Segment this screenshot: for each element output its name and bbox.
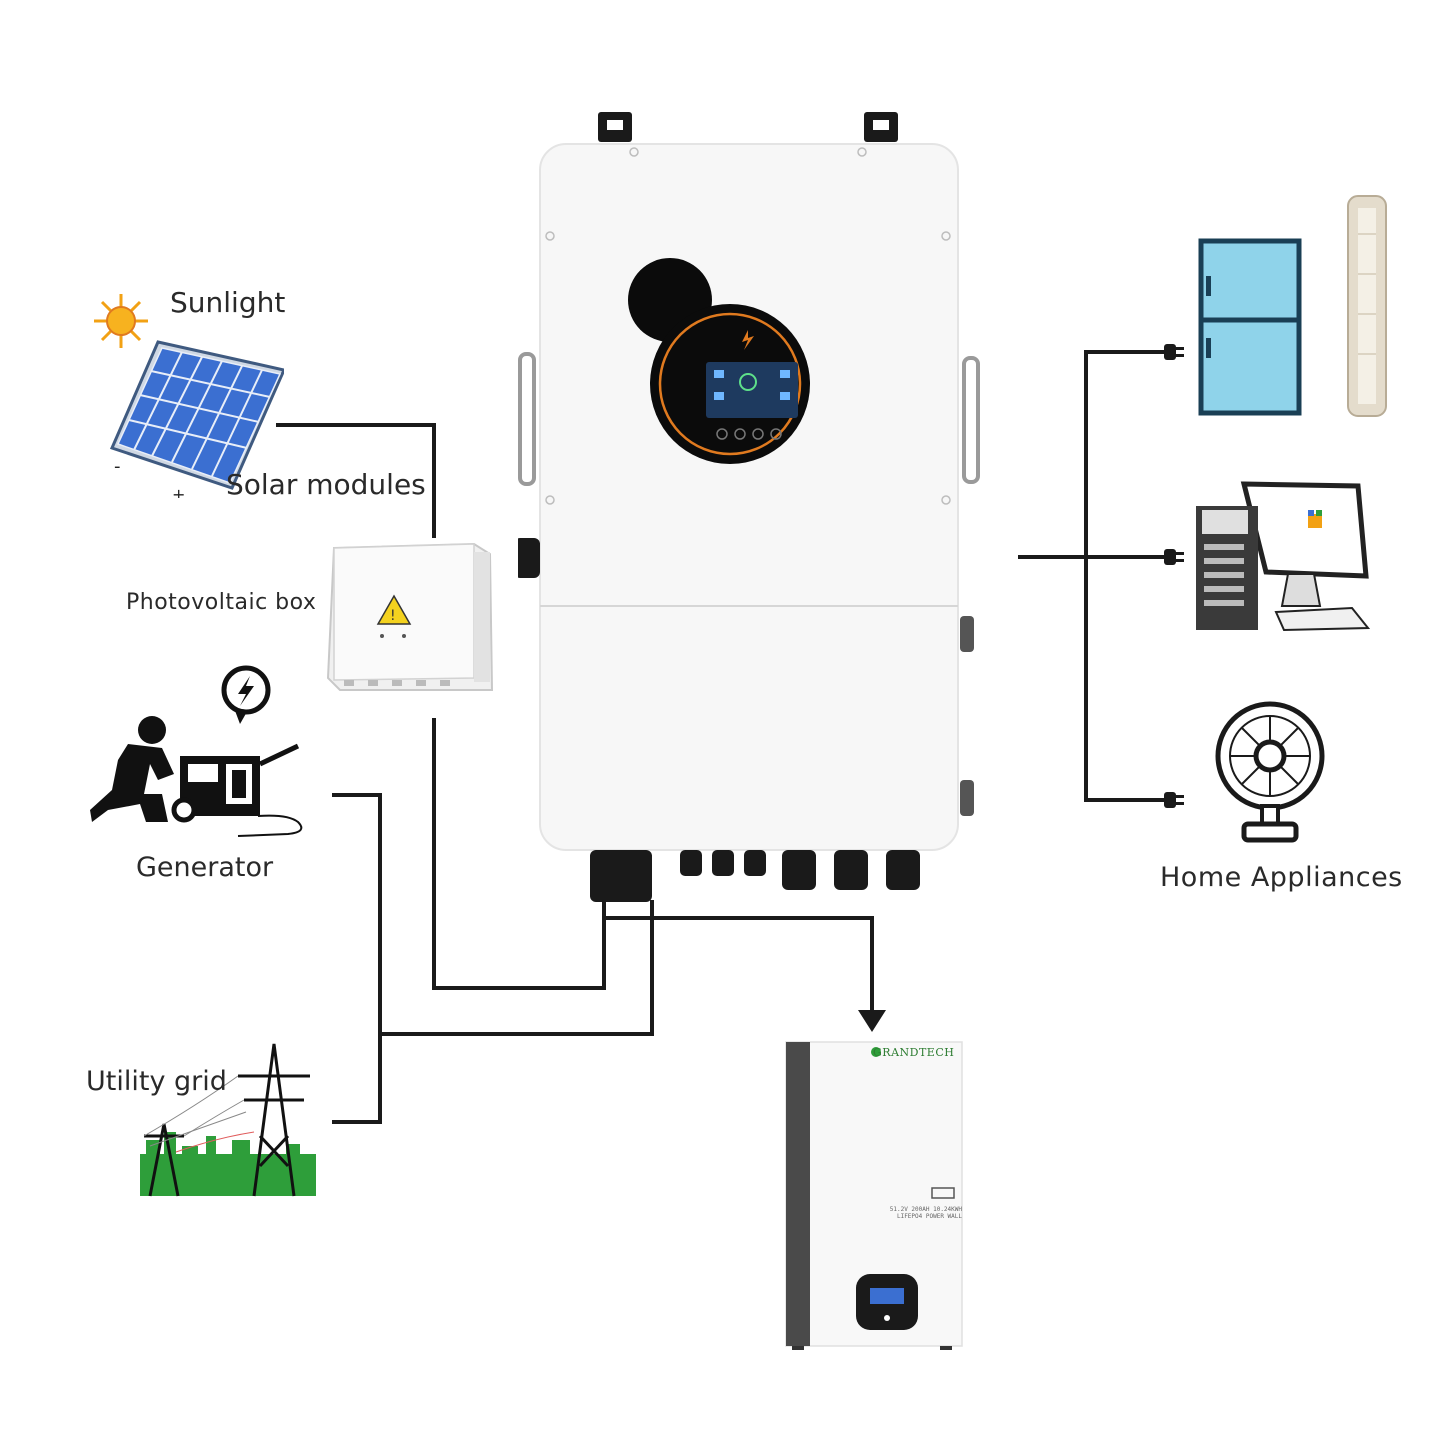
battery-spec-line-1: 51.2V 200AH 10.24KWH bbox=[889, 1206, 962, 1213]
solar-panel-icon: - + bbox=[109, 340, 284, 498]
label-sunlight: Sunlight bbox=[170, 286, 286, 319]
wire-inverter-battery bbox=[604, 916, 874, 1012]
mount-bracket-icon bbox=[598, 112, 898, 142]
refrigerator-icon bbox=[1198, 238, 1302, 416]
label-generator: Generator bbox=[136, 852, 274, 883]
generator-icon bbox=[90, 665, 303, 837]
wire-load-bus bbox=[1084, 350, 1170, 802]
svg-text:!: ! bbox=[390, 608, 396, 624]
power-tower-icon bbox=[140, 1043, 316, 1197]
sun-icon bbox=[94, 294, 148, 348]
plug-icon bbox=[1164, 344, 1184, 808]
fan-icon bbox=[1215, 701, 1325, 843]
wire-solar-pvbox bbox=[276, 423, 436, 538]
air-conditioner-icon bbox=[1347, 195, 1387, 417]
svg-text:-: - bbox=[114, 456, 121, 477]
pv-box-icon: ! bbox=[326, 542, 494, 691]
wire-grid-inverter bbox=[380, 900, 654, 1036]
label-home-appliances: Home Appliances bbox=[1160, 862, 1403, 893]
battery-icon bbox=[785, 1041, 963, 1350]
svg-text:+: + bbox=[172, 485, 185, 498]
label-solar-modules: Solar modules bbox=[226, 468, 426, 501]
label-photovoltaic-box: Photovoltaic box bbox=[126, 590, 317, 615]
arrow-to-battery bbox=[858, 1010, 886, 1032]
inverter-icon bbox=[518, 112, 980, 902]
battery-spec-line-2: LIFEPO4 POWER WALL bbox=[896, 1213, 962, 1220]
battery-spec: 51.2V 200AH 10.24KWH LIFEPO4 POWER WALL bbox=[872, 1206, 962, 1220]
battery-brand: GRANDTECH bbox=[873, 1046, 955, 1059]
computer-icon bbox=[1196, 481, 1370, 632]
label-utility-grid: Utility grid bbox=[86, 1066, 227, 1097]
wire-pvbox-inverter bbox=[432, 718, 606, 990]
wire-generator bbox=[332, 793, 382, 1124]
